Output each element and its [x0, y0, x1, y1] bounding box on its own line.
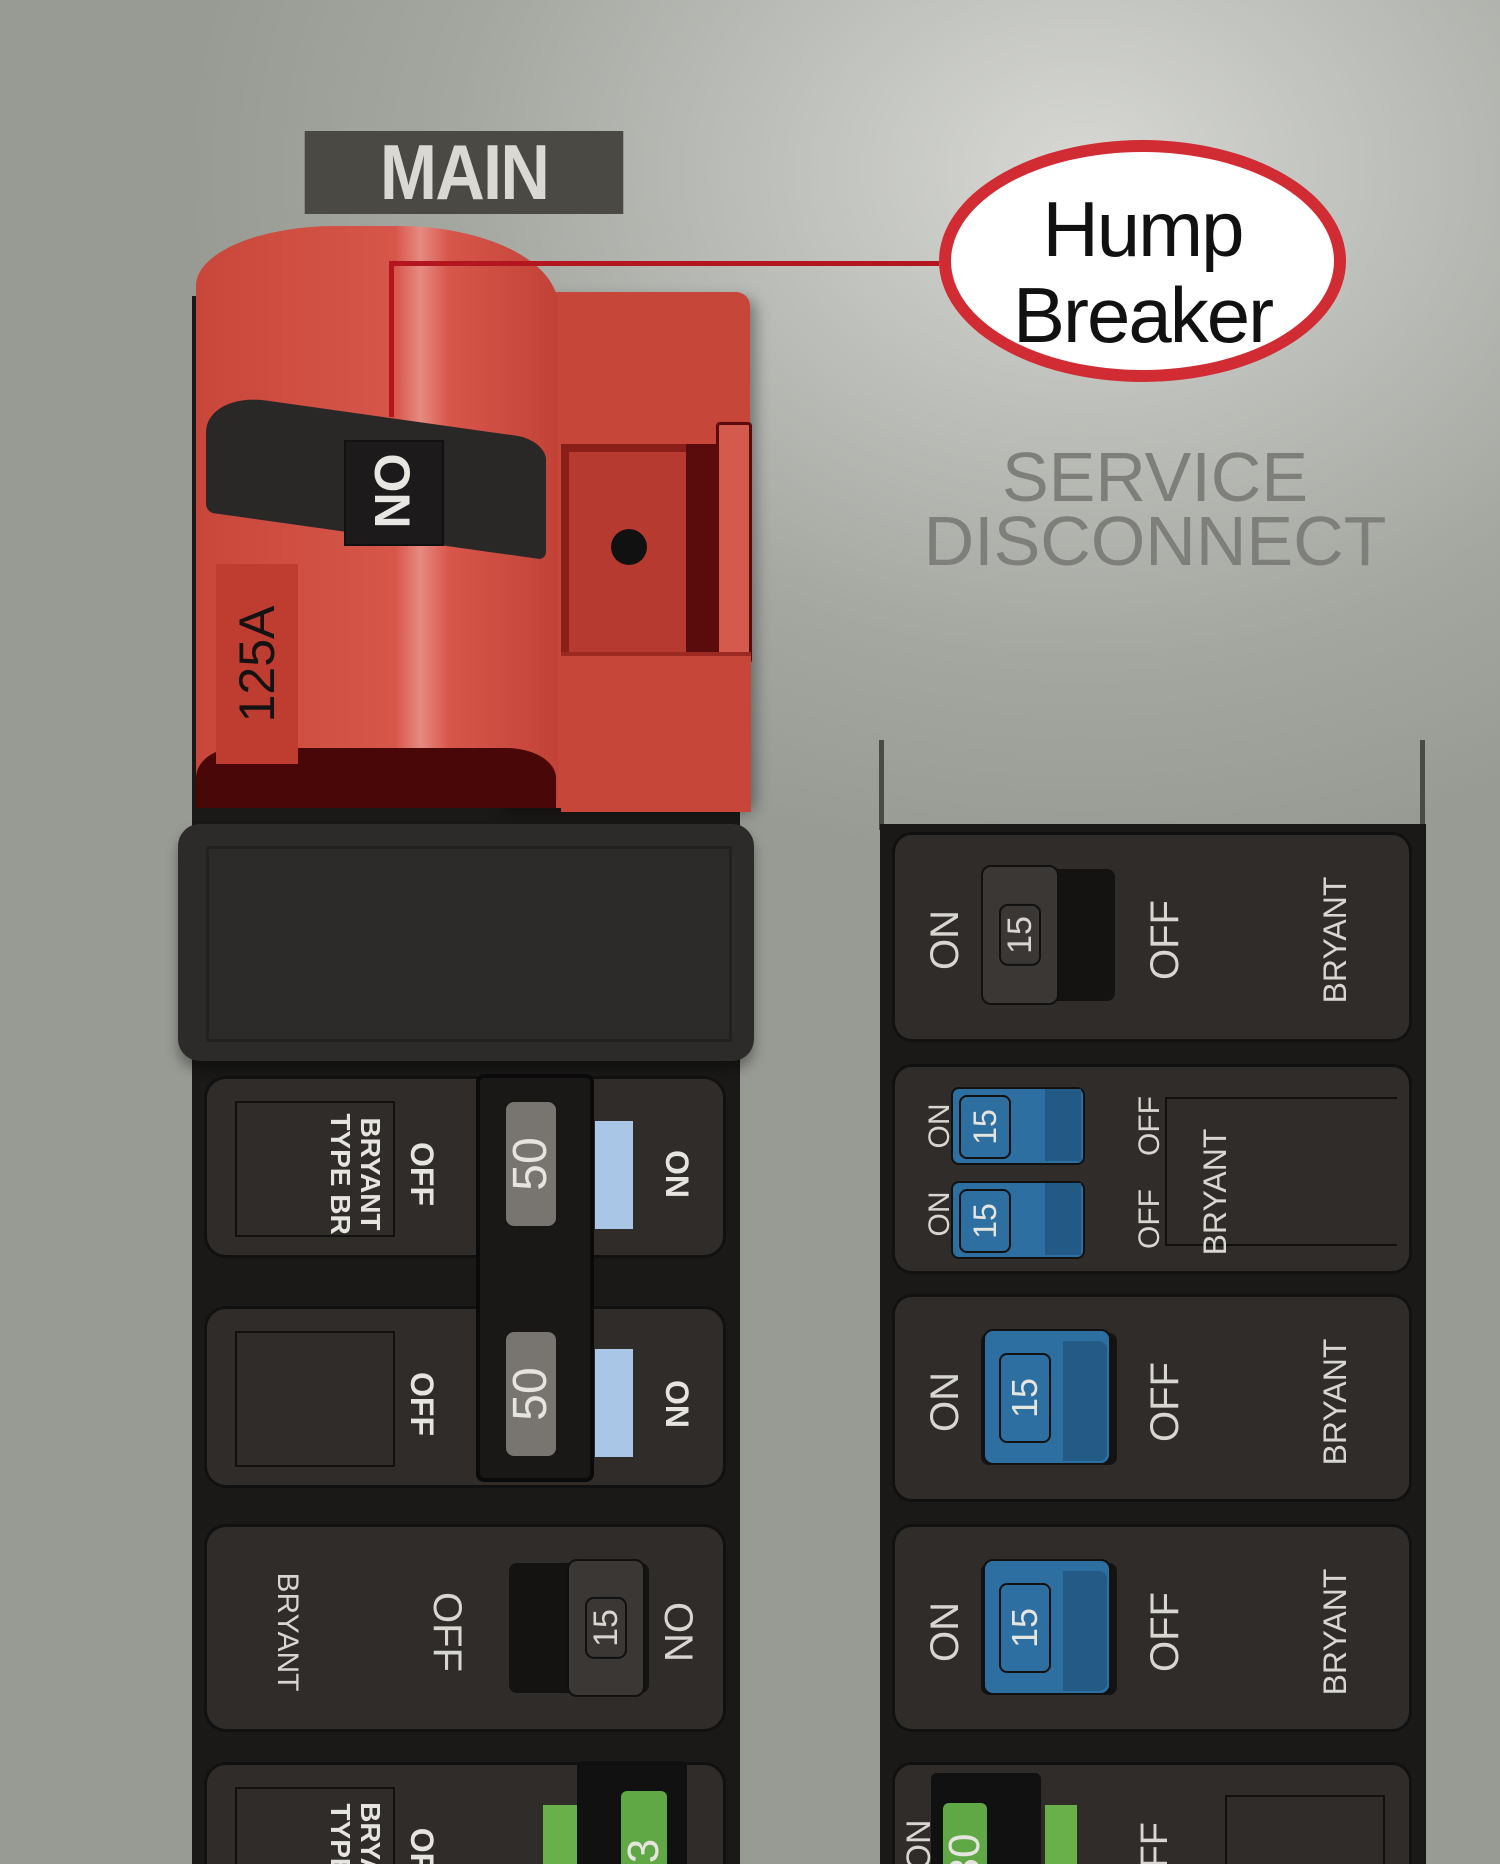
off-label: OFF: [404, 1372, 440, 1436]
blue-indicator: [595, 1349, 633, 1457]
amp-15: 15: [999, 904, 1041, 966]
off-label: OFF: [1143, 1362, 1187, 1442]
left-breaker-partial[interactable]: BRYA TYPE OF 3: [204, 1761, 726, 1864]
brand-label: BRYANT: [271, 1572, 304, 1692]
blue-toggle[interactable]: 15: [983, 1559, 1111, 1695]
switch-toggle[interactable]: 15: [981, 865, 1059, 1005]
off-label-partial: OFF: [1134, 1822, 1176, 1864]
green-indicator: [543, 1805, 579, 1864]
amp-50-top: 50: [504, 1137, 557, 1191]
main-breaker-clip: [716, 422, 752, 664]
brand-label: BRYANT: [1317, 1338, 1353, 1466]
on-label: ON: [656, 1602, 700, 1662]
double-breaker-handle[interactable]: 50 50: [476, 1074, 594, 1482]
hump-breaker-callout: Hump Breaker: [939, 140, 1346, 382]
off-label-bottom: OFF: [1133, 1189, 1166, 1249]
main-breaker-rating: 125A: [216, 564, 298, 764]
callout-line-horizontal: [389, 261, 939, 266]
main-breaker-handle-tab: [344, 440, 444, 546]
left-breaker-50-a-brand: BRYANT TYPE BR: [315, 1109, 395, 1239]
right-partial-handle[interactable]: 30: [931, 1773, 1041, 1864]
main-hump-breaker[interactable]: ON 125A: [196, 226, 752, 812]
green-indicator: [1045, 1805, 1077, 1864]
callout-line1: Hump: [1042, 185, 1244, 273]
main-breaker-lower-block: [561, 652, 751, 812]
main-breaker-rating-text: 125A: [229, 605, 285, 723]
service-disconnect-line2: DISCONNECT: [923, 502, 1387, 580]
right-panel-frame-left: [879, 740, 884, 830]
amp-15-bottom: 15: [967, 1203, 1003, 1239]
switch-toggle[interactable]: 15: [567, 1559, 645, 1697]
service-disconnect-label: SERVICE DISCONNECT: [920, 438, 1390, 580]
on-label: ON: [923, 1602, 967, 1662]
left-partial-handle[interactable]: 3: [577, 1761, 687, 1864]
amp-15-top: 15: [967, 1109, 1003, 1145]
brand-bryant: BRYANT: [355, 1117, 386, 1231]
main-breaker-on-text: ON: [364, 453, 420, 529]
brand-label: BRYANT: [1317, 1568, 1353, 1696]
right-breaker-partial[interactable]: ON 30 OFF: [892, 1762, 1412, 1864]
tandem-toggle-bottom[interactable]: 15: [951, 1181, 1085, 1259]
brand-type-partial: TYPE: [325, 1803, 356, 1864]
brand-label: BRYANT: [1317, 876, 1353, 1004]
amp-15: 15: [1004, 1377, 1045, 1419]
left-breaker-50-b[interactable]: OFF ON: [204, 1306, 726, 1488]
right-breaker-4[interactable]: ON 15 OFF BRYANT: [892, 1524, 1412, 1732]
on-label: ON: [923, 1372, 967, 1432]
main-breaker-base-block: [178, 824, 754, 1061]
amp-15: 15: [585, 1597, 627, 1659]
service-disconnect-line1: SERVICE: [1001, 438, 1309, 516]
brand-label: BRYANT: [1197, 1128, 1233, 1256]
callout-line2: Breaker: [1012, 271, 1274, 359]
off-label: OFF: [1143, 900, 1187, 980]
left-breaker-15[interactable]: BRYANT OFF 15 ON: [204, 1524, 726, 1732]
amp-15: 15: [1004, 1607, 1045, 1649]
brand-type-br: TYPE BR: [325, 1113, 356, 1235]
on-label: ON: [923, 910, 967, 970]
blue-indicator: [595, 1121, 633, 1229]
main-breaker-state-label: ON: [344, 440, 440, 542]
callout-line-vertical: [389, 261, 394, 417]
main-label-text: MAIN: [379, 128, 550, 216]
off-label-partial: OF: [404, 1827, 440, 1864]
main-label: MAIN: [304, 128, 624, 216]
amp-50-bottom: 50: [504, 1367, 557, 1421]
brand-bryant-partial: BRYA: [355, 1802, 386, 1864]
on-label: ON: [659, 1380, 695, 1428]
right-panel-frame-right: [1420, 740, 1425, 830]
tandem-toggle-top[interactable]: 15: [951, 1087, 1085, 1165]
off-label: OFF: [404, 1142, 440, 1206]
left-breaker-50-a[interactable]: BRYANT TYPE BR OFF ON: [204, 1076, 726, 1258]
amp-partial-right: 30: [940, 1833, 989, 1864]
right-breaker-3[interactable]: ON 15 OFF BRYANT: [892, 1294, 1412, 1502]
off-label: OFF: [1143, 1592, 1187, 1672]
right-breaker-tandem[interactable]: ON ON 15 15 OFF OFF BRYANT: [892, 1064, 1412, 1274]
blue-toggle[interactable]: 15: [983, 1329, 1111, 1465]
amp-tag-50-bottom: 50: [504, 1332, 557, 1456]
on-label: ON: [659, 1150, 695, 1198]
off-label-top: OFF: [1133, 1096, 1166, 1156]
off-label: OFF: [425, 1592, 469, 1672]
amp-partial-left: 3: [619, 1838, 668, 1864]
right-breaker-1[interactable]: ON 15 OFF BRYANT: [892, 832, 1412, 1042]
amp-tag-50-top: 50: [504, 1102, 557, 1226]
main-breaker-dot: [611, 529, 647, 565]
